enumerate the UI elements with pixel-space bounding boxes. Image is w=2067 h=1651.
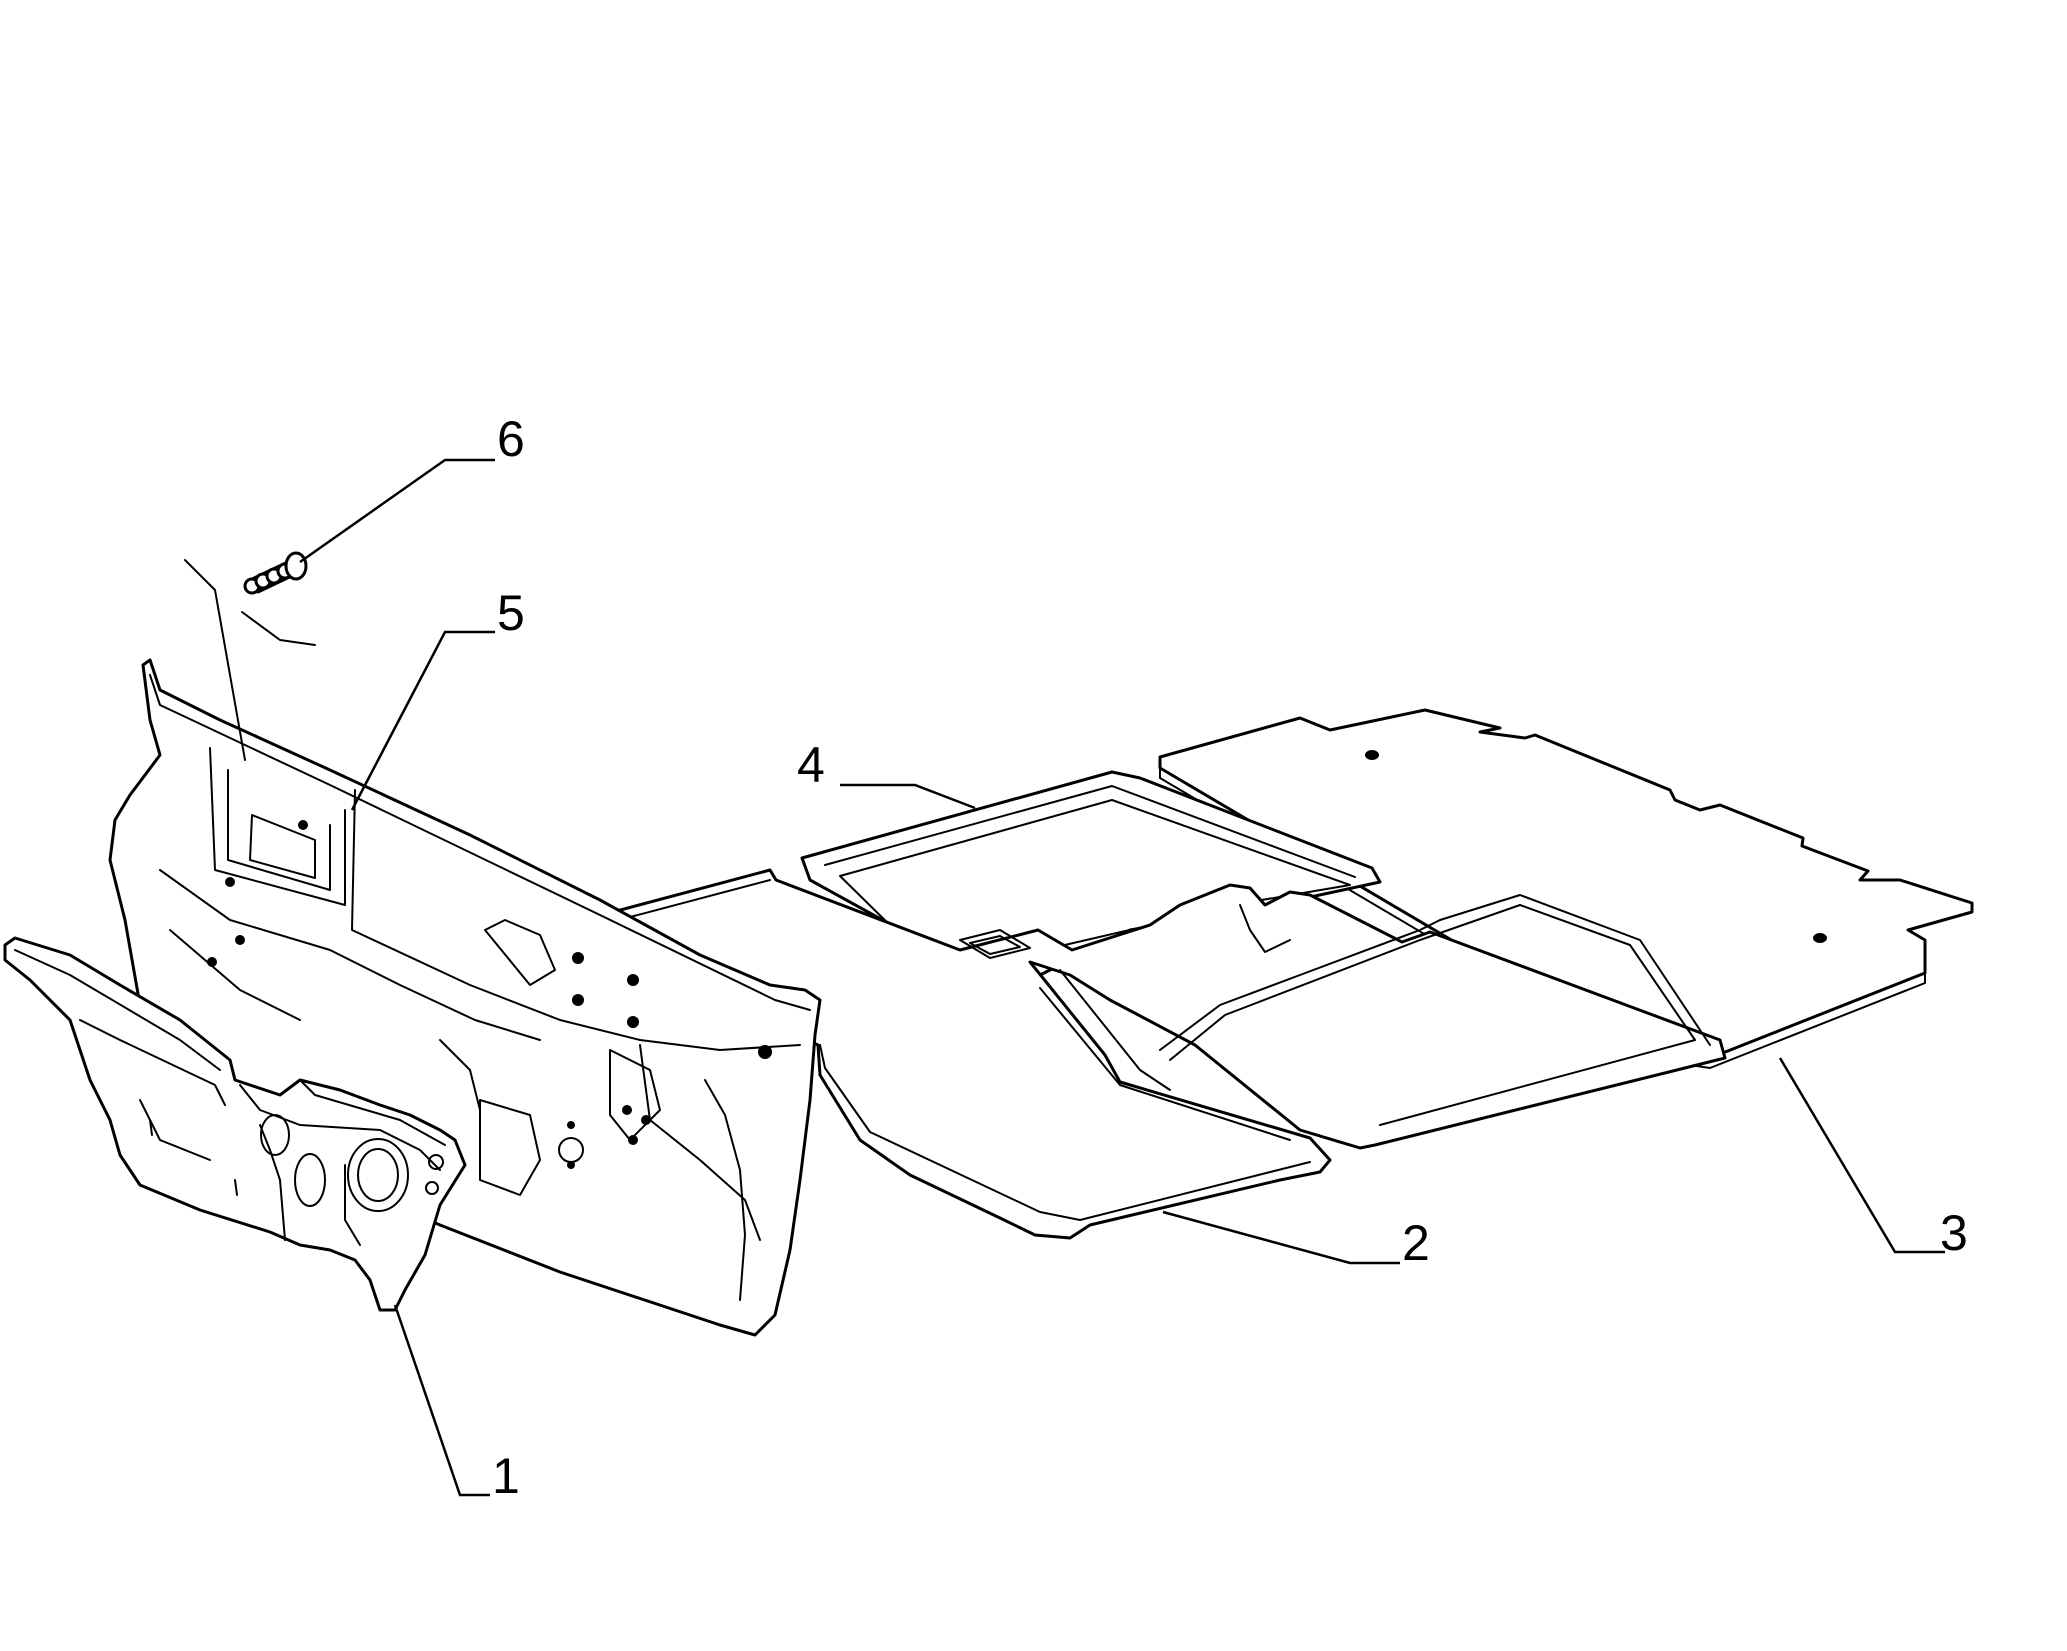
- leader-line-6: [299, 458, 495, 564]
- part-6-clip-fastener: [184, 551, 316, 761]
- part-1-dash-insulation: [3, 936, 467, 1312]
- leader-lines: [299, 458, 1945, 1497]
- callout-4: 4: [797, 737, 825, 793]
- leader-line-2: [1162, 1210, 1400, 1265]
- callout-6: 6: [497, 411, 525, 467]
- callout-labels: 6 5 4 2 3 1: [492, 411, 1968, 1504]
- callout-3: 3: [1940, 1205, 1968, 1261]
- callout-5: 5: [497, 585, 525, 641]
- leader-line-1: [393, 1304, 490, 1497]
- part-5-bulkhead-panel: [108, 658, 822, 1337]
- callout-1: 1: [492, 1448, 520, 1504]
- leader-line-5: [350, 630, 495, 811]
- leader-line-3: [1778, 1057, 1945, 1254]
- leader-line-4: [840, 783, 976, 810]
- callout-2: 2: [1402, 1215, 1430, 1271]
